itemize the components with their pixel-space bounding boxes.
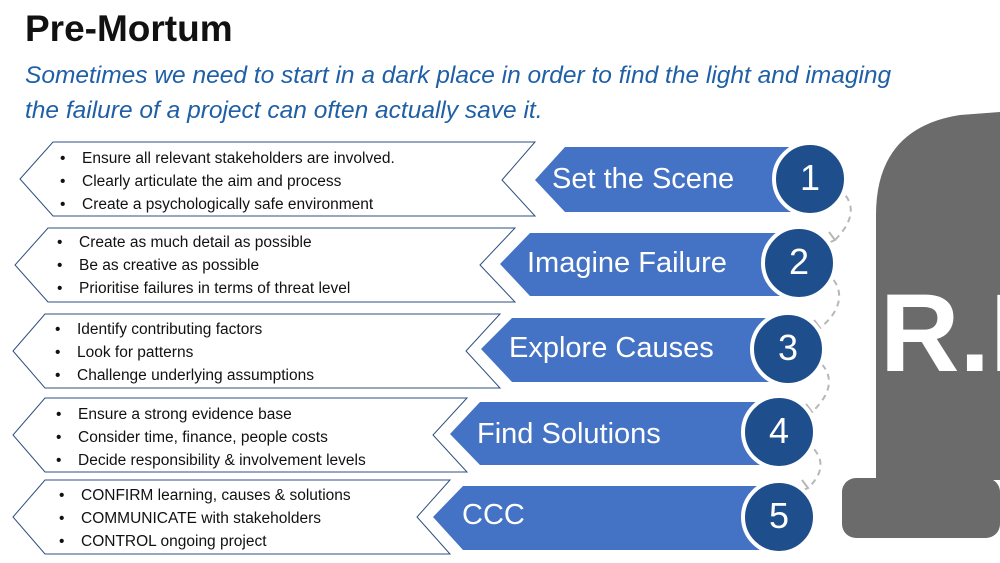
step-4-label: Find Solutions [477, 418, 661, 450]
step-1-arrow [535, 147, 805, 212]
list-item: Create a psychologically safe environmen… [58, 193, 395, 216]
list-item: Challenge underlying assumptions [53, 364, 314, 387]
tombstone-text: R.I [880, 272, 1000, 395]
list-item: Clearly articulate the aim and process [58, 170, 395, 193]
step-3-bullets: Identify contributing factors Look for p… [53, 318, 314, 387]
list-item: Prioritise failures in terms of threat l… [55, 277, 350, 300]
list-item: COMMUNICATE with stakeholders [57, 507, 351, 530]
page-title: Pre-Mortum [25, 8, 233, 49]
step-5-arrow [433, 486, 775, 550]
step-2-number: 2 [788, 241, 810, 282]
list-item: Create as much detail as possible [55, 231, 350, 254]
list-item: Look for patterns [53, 341, 314, 364]
step-5-bullets: CONFIRM learning, causes & solutions COM… [57, 484, 351, 553]
step-1-label: Set the Scene [552, 163, 735, 195]
step-4-number: 4 [768, 410, 790, 451]
step-5-number: 5 [768, 495, 790, 536]
list-item: Identify contributing factors [53, 318, 314, 341]
step-2-number-circle [761, 225, 837, 301]
step-2-bullets: Create as much detail as possible Be as … [55, 231, 350, 300]
step-1-bullets: Ensure all relevant stakeholders are inv… [58, 147, 395, 216]
step-2-label: Imagine Failure [527, 247, 727, 279]
step-5-number-circle [741, 479, 817, 555]
step-1-number-circle [772, 141, 848, 217]
step-2-arrow [500, 233, 795, 296]
step-5-label: CCC [462, 499, 525, 531]
step-3-number: 3 [777, 327, 799, 368]
step-4-arrow [450, 402, 775, 465]
list-item: Ensure all relevant stakeholders are inv… [58, 147, 395, 170]
step-4-bullets: Ensure a strong evidence base Consider t… [54, 403, 366, 472]
tombstone-icon [842, 112, 1000, 538]
list-item: Decide responsibility & involvement leve… [54, 449, 366, 472]
step-3-number-circle [750, 311, 826, 387]
step-1-number: 1 [799, 157, 821, 198]
list-item: Ensure a strong evidence base [54, 403, 366, 426]
step-connectors [805, 187, 852, 489]
list-item: Consider time, finance, people costs [54, 426, 366, 449]
step-3-arrow [481, 318, 785, 382]
list-item: Be as creative as possible [55, 254, 350, 277]
list-item: CONFIRM learning, causes & solutions [57, 484, 351, 507]
step-3-label: Explore Causes [509, 332, 714, 364]
step-4-number-circle [741, 394, 817, 470]
list-item: CONTROL ongoing project [57, 530, 351, 553]
page-subtitle: Sometimes we need to start in a dark pla… [25, 62, 892, 124]
